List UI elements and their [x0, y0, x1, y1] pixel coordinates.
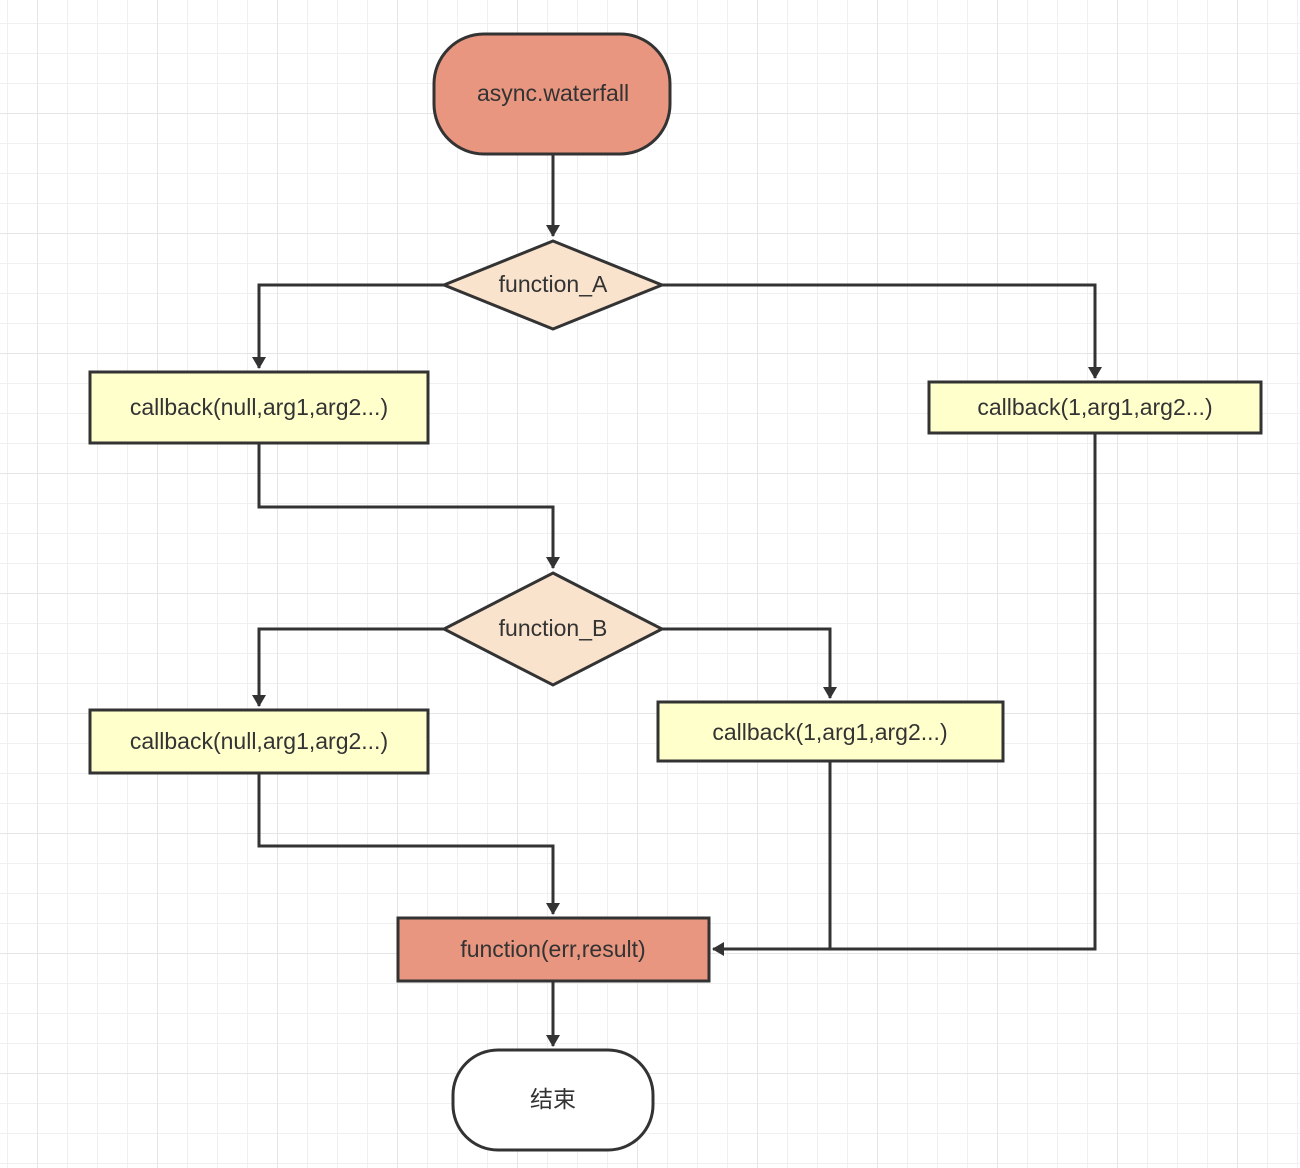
node-end[interactable]: 结束 [451, 1048, 655, 1152]
callback-b-ok-label: callback(null,arg1,arg2...) [130, 728, 388, 754]
callback-a-ok-label: callback(null,arg1,arg2...) [130, 394, 388, 420]
start-label: async.waterfall [477, 80, 629, 106]
node-callback-b-ok[interactable]: callback(null,arg1,arg2...) [88, 708, 430, 775]
edge-function-a-to-callback-a-ok [252, 283, 444, 369]
node-callback-b-err[interactable]: callback(1,arg1,arg2...) [656, 700, 1005, 763]
callback-a-err-label: callback(1,arg1,arg2...) [977, 394, 1212, 420]
callback-a-err-box [927, 380, 1263, 435]
node-callback-a-ok[interactable]: callback(null,arg1,arg2...) [88, 370, 430, 445]
function-a-diamond [439, 239, 667, 331]
callback-b-err-box [656, 700, 1005, 763]
callback-b-err-label: callback(1,arg1,arg2...) [712, 719, 947, 745]
function-b-label: function_B [499, 615, 608, 641]
final-callback-box [396, 916, 711, 983]
edge-function-a-to-callback-a-err [662, 283, 1102, 379]
callback-b-ok-box [88, 708, 430, 775]
end-terminal-shape [451, 1048, 655, 1152]
edge-callback-a-err-to-final [712, 434, 1097, 956]
edge-function-b-to-callback-b-err [662, 627, 837, 699]
node-function-b[interactable]: function_B [440, 571, 666, 687]
edge-callback-b-ok-to-final [257, 774, 560, 915]
function-b-diamond [440, 571, 666, 687]
function-a-label: function_A [499, 271, 608, 297]
connectors [252, 155, 1102, 1047]
edge-function-b-to-callback-b-ok [252, 627, 444, 707]
final-callback-label: function(err,result) [460, 936, 645, 962]
node-function-a[interactable]: function_A [439, 239, 667, 331]
callback-a-ok-box [88, 370, 430, 445]
start-terminal-shape [432, 32, 672, 156]
node-callback-a-err[interactable]: callback(1,arg1,arg2...) [927, 380, 1263, 435]
node-final-callback[interactable]: function(err,result) [396, 916, 711, 983]
end-label: 结束 [530, 1086, 576, 1112]
edge-callback-a-ok-to-function-b [257, 444, 560, 569]
node-start[interactable]: async.waterfall [432, 32, 672, 156]
